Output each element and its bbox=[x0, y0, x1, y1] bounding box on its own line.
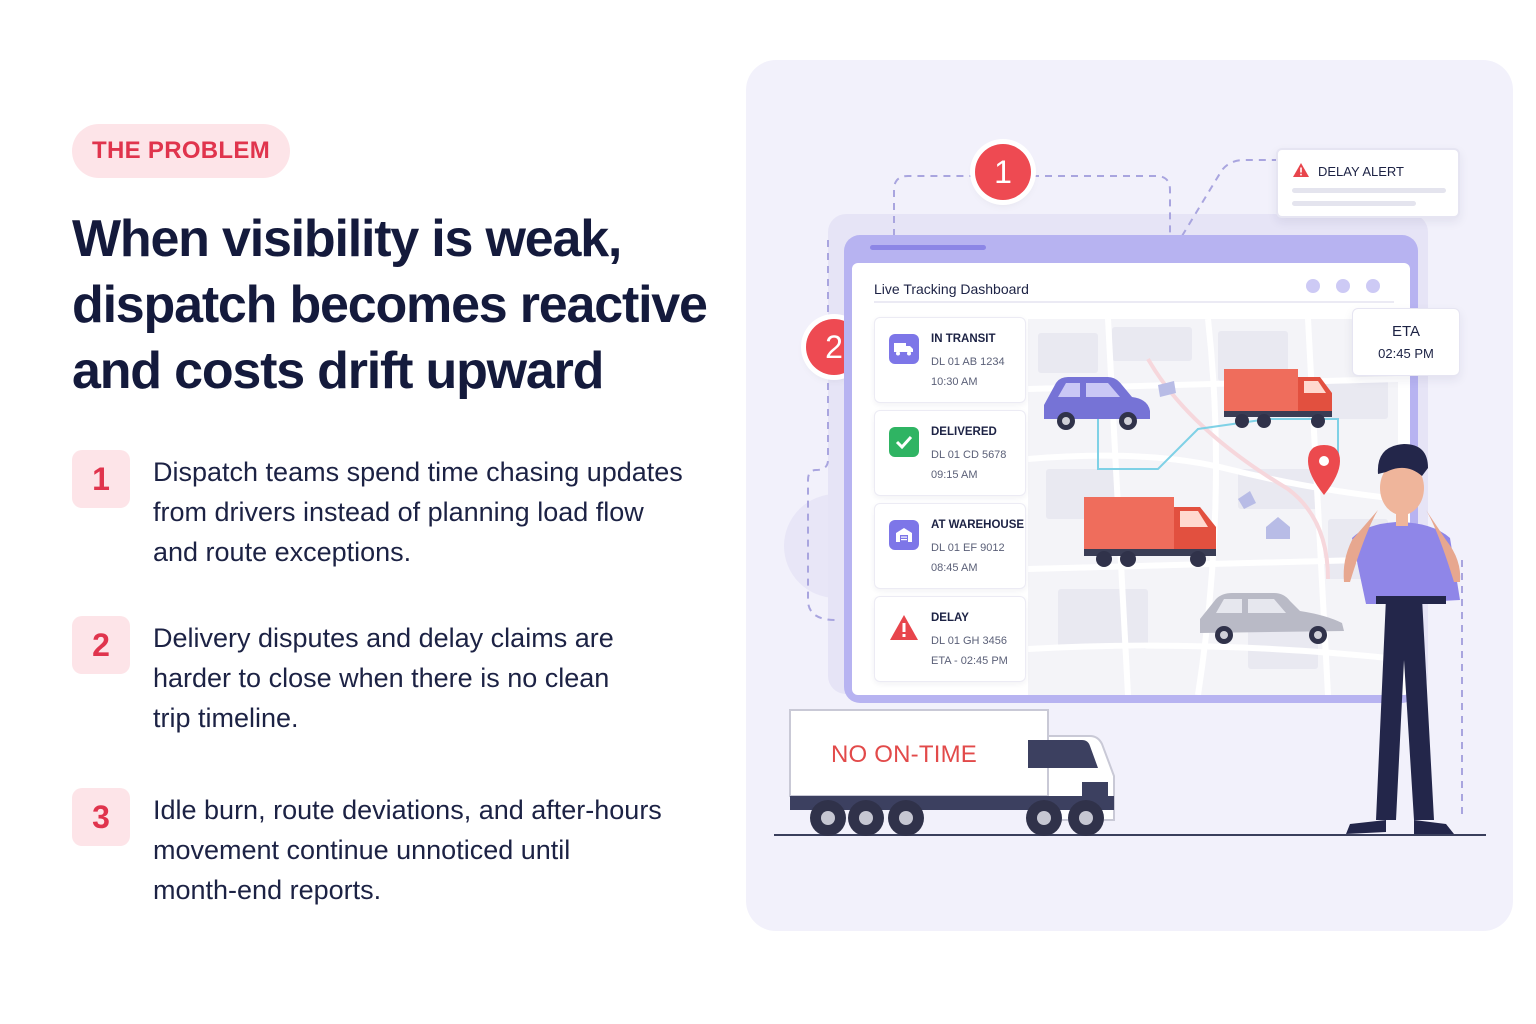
monitor-top-bar bbox=[870, 245, 986, 250]
headline-line-2: dispatch becomes reactive bbox=[72, 276, 708, 334]
point-number: 2 bbox=[72, 616, 130, 674]
status-label: IN TRANSIT bbox=[931, 333, 996, 345]
warning-icon bbox=[889, 613, 919, 643]
point-number: 1 bbox=[72, 450, 130, 508]
truck-icon bbox=[889, 334, 919, 364]
dashboard-title: Live Tracking Dashboard bbox=[874, 281, 1029, 297]
tracking-map bbox=[1028, 319, 1398, 695]
point-text: Idle burn, route deviations, and after-h… bbox=[153, 790, 723, 910]
window-dots bbox=[1306, 279, 1380, 293]
status-time: ETA - 02:45 PM bbox=[931, 655, 1008, 667]
car-icon bbox=[1200, 593, 1344, 644]
point-text: Delivery disputes and delay claims are h… bbox=[153, 618, 723, 738]
eta-time: 02:45 PM bbox=[1378, 346, 1434, 361]
dashboard-screen: Live Tracking Dashboard bbox=[852, 263, 1410, 695]
truck-side-text: NO ON-TIME bbox=[831, 741, 977, 768]
title-divider bbox=[874, 301, 1394, 303]
check-icon bbox=[889, 427, 919, 457]
placeholder-line bbox=[1292, 188, 1446, 193]
location-pin-icon bbox=[1308, 445, 1340, 495]
car-icon bbox=[1044, 377, 1150, 430]
point-text-line: from drivers instead of planning load fl… bbox=[153, 497, 644, 527]
status-card-delivered: DELIVERED DL 01 CD 5678 09:15 AM bbox=[874, 410, 1026, 496]
connector-line bbox=[1032, 175, 1171, 236]
status-time: 09:15 AM bbox=[931, 469, 978, 481]
placeholder-line bbox=[1292, 201, 1416, 206]
vehicle-plate: DL 01 EF 9012 bbox=[931, 542, 1005, 554]
window-dot bbox=[1366, 279, 1380, 293]
connector-line bbox=[807, 240, 837, 621]
point-text-line: month-end reports. bbox=[153, 875, 382, 905]
truck-icon bbox=[1224, 369, 1332, 428]
point-number: 3 bbox=[72, 788, 130, 846]
point-text-line: Idle burn, route deviations, and after-h… bbox=[153, 795, 662, 825]
vehicle-plate: DL 01 AB 1234 bbox=[931, 356, 1005, 368]
point-text-line: harder to close when there is no clean bbox=[153, 663, 610, 693]
headline-line-1: When visibility is weak, bbox=[72, 210, 622, 268]
callout-badge-1: 1 bbox=[975, 144, 1031, 200]
connector-line bbox=[893, 175, 974, 236]
headline-line-3: and costs drift upward bbox=[72, 342, 604, 400]
status-time: 10:30 AM bbox=[931, 376, 978, 388]
point-text-line: Dispatch teams spend time chasing update… bbox=[153, 457, 683, 487]
headline: When visibility is weak, dispatch become… bbox=[72, 206, 752, 404]
eta-label: ETA bbox=[1391, 323, 1421, 340]
truck-icon bbox=[1084, 497, 1216, 567]
delay-alert-title: DELAY ALERT bbox=[1318, 164, 1404, 179]
warning-icon bbox=[1293, 163, 1309, 177]
vehicle-plate: DL 01 CD 5678 bbox=[931, 449, 1007, 461]
vehicle-plate: DL 01 GH 3456 bbox=[931, 635, 1008, 647]
status-label: AT WAREHOUSE bbox=[931, 519, 1025, 531]
point-text-line: Delivery disputes and delay claims are bbox=[153, 623, 614, 653]
point-text-line: and route exceptions. bbox=[153, 537, 412, 567]
window-dot bbox=[1336, 279, 1350, 293]
point-text-line: movement continue unnoticed until bbox=[153, 835, 571, 865]
eyebrow-pill: THE PROBLEM bbox=[72, 124, 290, 178]
delay-alert-card: DELAY ALERT bbox=[1276, 148, 1460, 218]
eta-card: ETA 02:45 PM bbox=[1352, 308, 1460, 376]
status-card-at-warehouse: AT WAREHOUSE DL 01 EF 9012 08:45 AM bbox=[874, 503, 1026, 589]
illustration-panel: 1 2 DELAY ALERT Live Tracking Dashboard bbox=[746, 60, 1513, 931]
status-time: 08:45 AM bbox=[931, 562, 978, 574]
point-text-line: trip timeline. bbox=[153, 703, 299, 733]
window-dot bbox=[1306, 279, 1320, 293]
dashboard-monitor: Live Tracking Dashboard bbox=[844, 235, 1418, 703]
status-card-delay: DELAY DL 01 GH 3456 ETA - 02:45 PM bbox=[874, 596, 1026, 682]
warehouse-icon bbox=[889, 520, 919, 550]
status-card-in-transit: IN TRANSIT DL 01 AB 1234 10:30 AM bbox=[874, 317, 1026, 403]
point-text: Dispatch teams spend time chasing update… bbox=[153, 452, 723, 572]
status-label: DELAY bbox=[931, 612, 969, 624]
status-label: DELIVERED bbox=[931, 426, 997, 438]
map-marker-decor bbox=[1158, 381, 1290, 539]
